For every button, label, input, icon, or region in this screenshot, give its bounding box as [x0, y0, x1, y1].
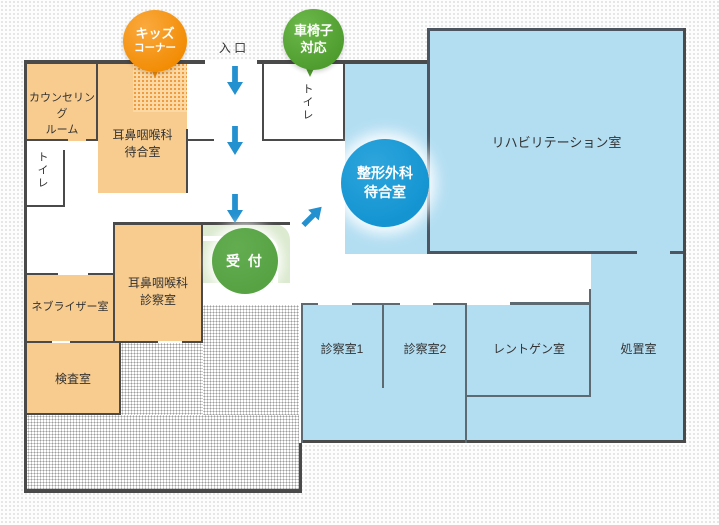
room-label: 検査室 — [54, 372, 91, 386]
wall — [24, 139, 68, 141]
wall — [88, 273, 115, 275]
wall — [24, 489, 302, 493]
room-label: リハビリテーション室 — [491, 135, 622, 150]
wall — [510, 302, 591, 305]
room-nebulizer — [27, 275, 113, 341]
room-lab — [27, 343, 119, 413]
wall — [257, 60, 427, 64]
wall — [182, 341, 203, 343]
wall — [262, 60, 264, 141]
wall — [301, 305, 303, 443]
wall — [70, 341, 158, 343]
room-label: トイレ — [36, 151, 48, 190]
wall — [352, 303, 400, 305]
wall — [382, 305, 384, 388]
wall — [24, 413, 121, 415]
wall — [96, 60, 98, 141]
wall — [467, 395, 591, 397]
wall — [299, 443, 302, 491]
badge-label: コーナー — [134, 41, 176, 54]
room-label: ネブライザー室 — [31, 301, 109, 313]
wall — [86, 139, 98, 141]
staff-area — [203, 305, 299, 415]
reception-circle: 受 付 — [212, 228, 278, 294]
wall — [24, 273, 58, 275]
wall — [201, 225, 203, 343]
room-label: カウンセリング ルーム — [29, 92, 95, 136]
room-treatment — [591, 254, 686, 443]
wall — [113, 225, 115, 343]
entrance-label: 入 口 — [218, 41, 247, 55]
room-label: 耳鼻咽喉科 待合室 — [112, 128, 173, 160]
wall — [465, 305, 467, 443]
wall — [262, 139, 345, 141]
wall — [24, 60, 27, 493]
wall — [186, 139, 214, 141]
badge-label: キッズ — [135, 25, 175, 41]
ortho-waiting-circle: 整形外科 待合室 — [341, 139, 429, 227]
room-label: レントゲン室 — [492, 342, 565, 356]
wall — [24, 205, 65, 207]
room-label: 耳鼻咽喉科 診察室 — [127, 276, 188, 308]
wall — [119, 343, 121, 415]
wall — [683, 28, 686, 443]
wall — [24, 60, 205, 64]
wall — [433, 303, 467, 305]
wall — [301, 440, 686, 443]
exam-rooms-block — [301, 305, 591, 443]
staff-area — [27, 415, 299, 490]
wall — [63, 150, 65, 207]
room-label: 診察室2 — [403, 342, 447, 356]
wall — [24, 341, 52, 343]
wall — [186, 129, 188, 193]
badge-label: 車椅子 — [293, 23, 333, 39]
room-label: トイレ — [301, 83, 313, 122]
wall — [343, 63, 345, 141]
rehab-door-opening — [637, 249, 670, 255]
badge-label: 対応 — [300, 39, 327, 55]
room-label: 診察室1 — [320, 342, 364, 356]
wall — [589, 289, 591, 397]
room-counseling — [26, 63, 96, 141]
wheelchair-badge: 車椅子 対応 — [283, 9, 344, 70]
kids-corner-badge: キッズ コーナー — [123, 10, 187, 72]
room-label: 処置室 — [620, 342, 657, 356]
room-ent-exam — [115, 225, 201, 341]
wall — [113, 222, 290, 225]
staff-area — [121, 343, 203, 415]
wall — [301, 303, 318, 305]
